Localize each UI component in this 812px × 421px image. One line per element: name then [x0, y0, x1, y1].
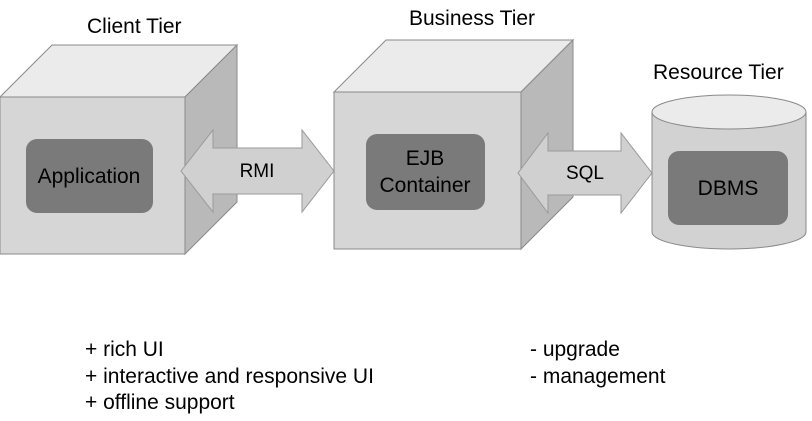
sql-arrow: SQL: [517, 131, 653, 215]
disadvantages-list: - upgrade - management: [530, 337, 665, 390]
database-cylinder-top: [651, 94, 807, 130]
resource-tier-title: Resource Tier: [653, 61, 784, 84]
advantage-item: + interactive and responsive UI: [85, 364, 374, 388]
disadvantage-item: - management: [530, 364, 666, 388]
dbms-label: DBMS: [698, 177, 759, 200]
resource-tier: Resource Tier DBMS: [651, 61, 807, 250]
rmi-arrow: RMI: [180, 128, 335, 214]
business-tier-title: Business Tier: [409, 7, 535, 30]
client-tier-title: Client Tier: [87, 15, 182, 38]
dbms-box: [668, 151, 788, 225]
disadvantage-item: - upgrade: [530, 338, 620, 361]
application-label: Application: [38, 165, 141, 188]
container-label: Container: [379, 174, 470, 197]
business-tier: Business Tier EJB Container: [332, 7, 575, 251]
advantage-item: + offline support: [85, 391, 235, 414]
application-box: [26, 139, 153, 213]
sql-label: SQL: [566, 163, 604, 184]
rmi-label: RMI: [240, 161, 275, 182]
advantages-list: + rich UI + interactive and responsive U…: [85, 337, 374, 417]
advantage-item: + rich UI: [85, 338, 164, 361]
ejb-container-box: [366, 134, 485, 210]
client-tier: Client Tier Application: [0, 15, 239, 256]
ejb-label: EJB: [406, 147, 445, 170]
